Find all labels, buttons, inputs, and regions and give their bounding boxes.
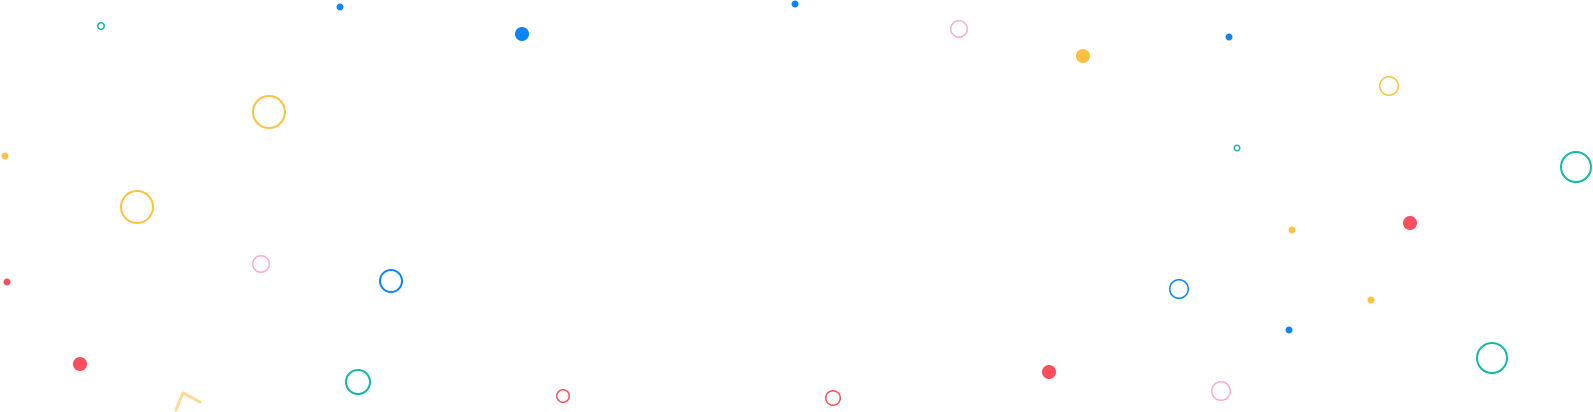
confetti-dot-blue [515,27,529,41]
confetti-dot-blue [791,0,799,8]
confetti-ring-teal [1233,144,1241,152]
confetti-dot-blue [336,3,344,11]
confetti-dot-orange [1076,49,1090,63]
confetti-ring-blue [1169,279,1189,299]
confetti-ring-orange [120,190,154,224]
confetti-ring-pink [252,255,270,273]
confetti-dot-orange [1,152,9,160]
confetti-dot-red [1042,365,1056,379]
confetti-ring-teal [345,369,371,395]
confetti-ring-teal [1560,151,1592,183]
confetti-dot-blue [1285,326,1293,334]
confetti-dot-red [3,278,11,286]
confetti-dot-orange [1288,226,1296,234]
confetti-dot-orange [1367,296,1375,304]
confetti-ring-blue [379,269,403,293]
confetti-ring-red [825,390,841,406]
confetti-dot-blue [1225,33,1233,41]
confetti-ring-orange [1379,76,1399,96]
confetti-ring-pink [950,20,968,38]
confetti-dot-red [1403,216,1417,230]
confetti-ring-teal [97,22,105,30]
confetti-ring-red [556,389,570,403]
confetti-ring-orange [252,95,286,129]
confetti-chevron-light_orange [174,391,202,412]
confetti-dot-red [73,357,87,371]
confetti-ring-teal [1476,342,1508,374]
confetti-ring-pink [1211,381,1231,401]
